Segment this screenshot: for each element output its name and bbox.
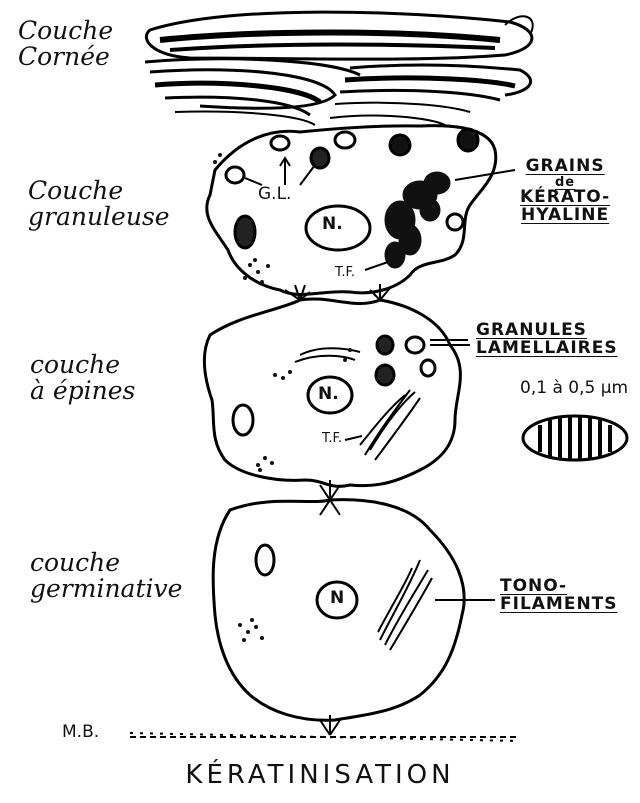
- label-line: GRAINS: [520, 158, 610, 176]
- stratum-corneum: [145, 12, 533, 125]
- label-couche-cornee: Couche Cornée: [18, 18, 113, 71]
- label-line: FILAMENTS: [500, 596, 618, 614]
- spinous-cell: [204, 299, 470, 515]
- diagram-title: KÉRATINISATION: [0, 760, 640, 790]
- label-tonofilaments: TONO- FILAMENTS: [500, 578, 618, 614]
- nucleus-label-middle: N.: [318, 386, 339, 404]
- label-mb: M.B.: [62, 724, 99, 742]
- label-line: granuleuse: [28, 204, 170, 230]
- keratohyalin-grains: [386, 173, 449, 267]
- label-line: HYALINE: [520, 207, 610, 225]
- label-tf-top: T.F.: [335, 266, 355, 280]
- label-grains-keratohyaline: GRAINS de KÉRATO- HYALINE: [520, 158, 610, 225]
- label-granules-lamellaires: GRANULES LAMELLAIRES: [476, 322, 618, 358]
- nucleus-label-bottom: N: [330, 590, 344, 608]
- lamellar-granule-inset: [523, 416, 627, 460]
- label-couche-granuleuse: Couche granuleuse: [28, 178, 170, 231]
- label-line: Couche: [18, 18, 113, 44]
- label-line: Cornée: [18, 44, 113, 70]
- label-line: LAMELLAIRES: [476, 340, 618, 358]
- label-couche-epines: couche à épines: [30, 352, 135, 405]
- label-line: Couche: [28, 178, 170, 204]
- label-tf-middle: T.F.: [322, 432, 342, 446]
- label-line: couche: [30, 352, 135, 378]
- basal-cell: [213, 500, 495, 735]
- label-line: à épines: [30, 378, 135, 404]
- label-line: germinative: [30, 576, 182, 602]
- nucleus-label-top: N.: [322, 216, 343, 234]
- basal-cell-outline: [213, 500, 464, 721]
- label-line: couche: [30, 550, 182, 576]
- label-gl: G.L.: [258, 186, 291, 204]
- label-size: 0,1 à 0,5 µm: [520, 380, 628, 398]
- basement-membrane: [130, 733, 520, 741]
- label-couche-germinative: couche germinative: [30, 550, 182, 603]
